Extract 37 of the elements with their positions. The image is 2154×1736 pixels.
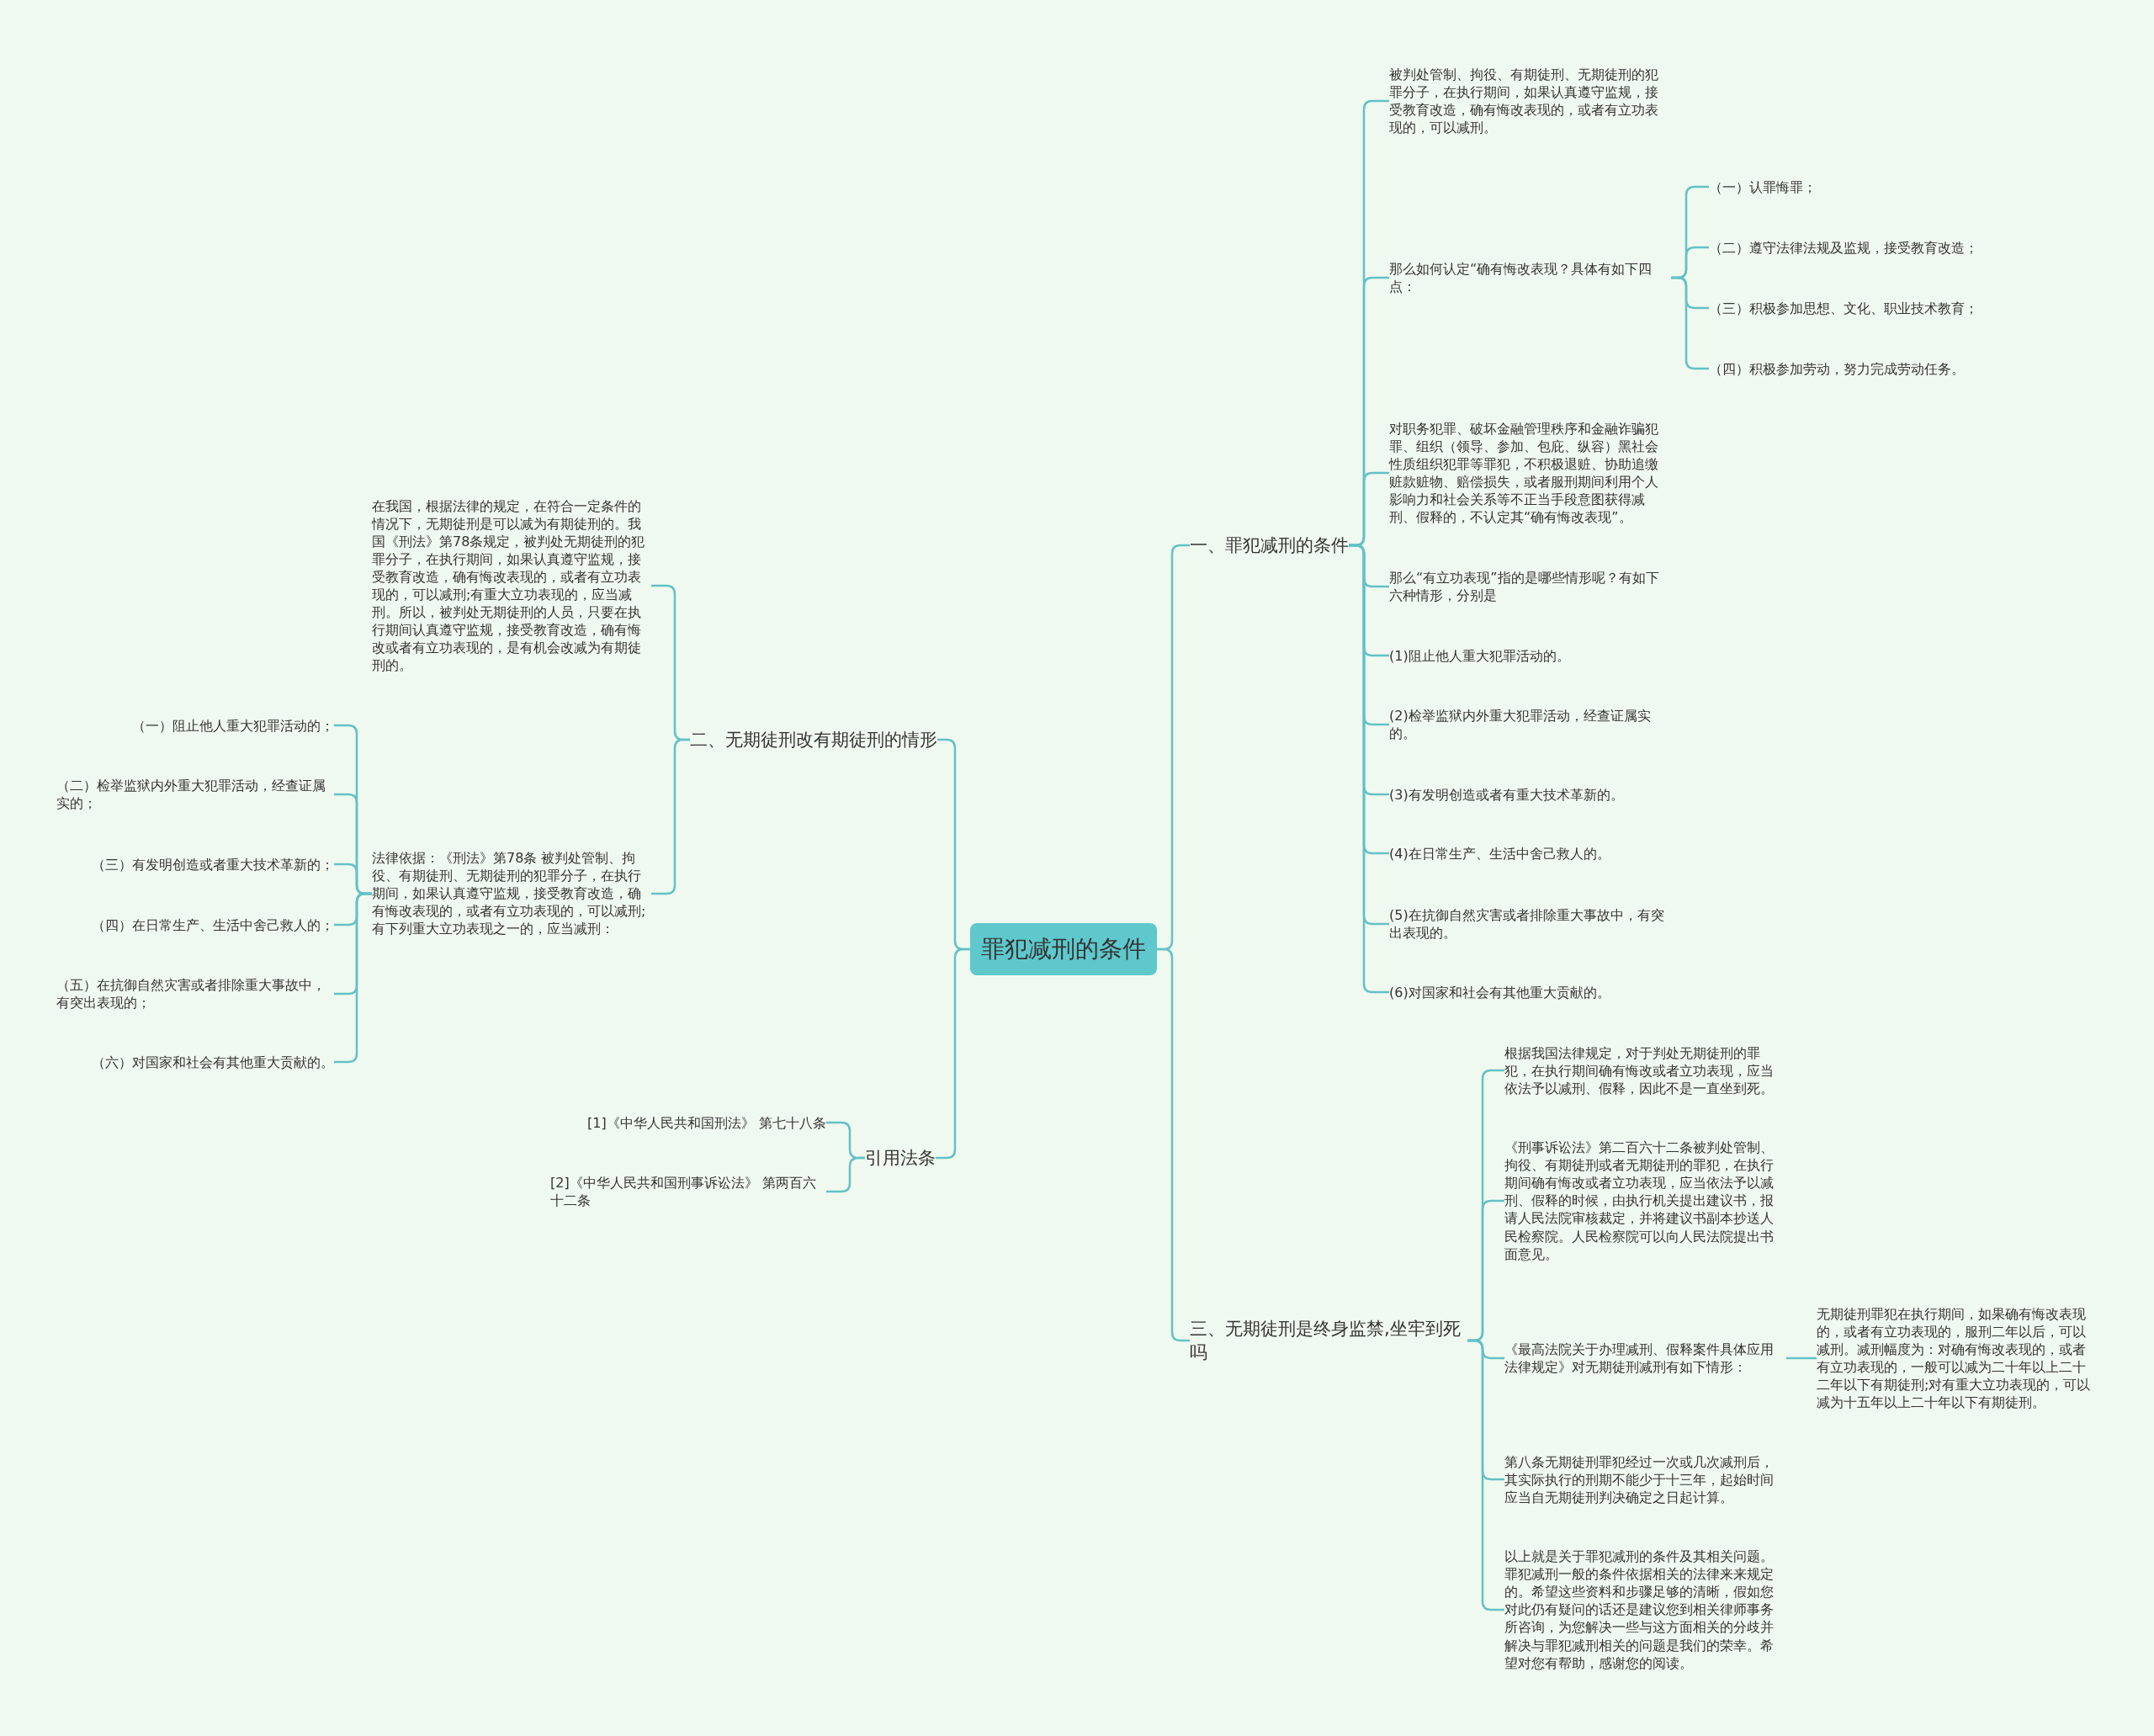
topic-text: 《刑事诉讼法》第二百六十二条被判处管制、拘役、有期徒刑或者无期徒刑的罪犯，在执行期间确有悔改或者立功表现，应当依法予以减刑、假释的时候，由执行机关提出建议书，报请人民法院审核裁定，并将建议书副本抄送人民检察院。人民检察院可以向人民法院提出书面意见。 [1504,1139,1786,1263]
connector-line [1786,1356,1817,1360]
topic-text: (4)在日常生产、生活中舍己救人的。 [1389,844,1671,863]
topic-text: 被判处管制、拘役、有期徒刑、无期徒刑的犯罪分子，在执行期间，如果认真遵守监规，接受教育改造，确有悔改表现的，或者有立功表现的，可以减刑。 [1389,66,1671,137]
topic-text: 《最高法院关于办理减刑、假释案件具体应用法律规定》对无期徒刑减刑有如下情形： [1504,1340,1786,1377]
topic-text: （三）有发明创造或者重大技术革新的； [92,855,334,873]
topic-text: (3)有发明创造或者有重大技术革新的。 [1389,785,1671,804]
topic-text: （六）对国家和社会有其他重大贡献的。 [92,1053,334,1071]
connector-line [826,1156,865,1193]
topic-text: (2)检举监狱内外重大犯罪活动，经查证属实的。 [1389,707,1671,743]
topic-text: （二）遵守法律法规及监规，接受教育改造； [1709,238,1978,257]
topic-text: 根据我国法律规定，对于判处无期徒刑的罪犯，在执行期间确有悔改或者立功表现，应当依法予以减刑、假释，因此不是一直坐到死。 [1504,1043,1786,1097]
topic-text: （四）积极参加劳动，努力完成劳动任务。 [1709,359,1965,378]
branch-topic: 引用法条 [865,1144,936,1172]
topic-text: 那么“有立功表现”指的是哪些情形呢？有如下六种情形，分别是 [1389,569,1671,605]
topic-text: [1]《中华人民共和国刑法》 第七十八条 [587,1113,826,1132]
branch-topic: 三、无期徒刑是终身监禁,坐牢到死吗 [1190,1314,1467,1367]
topic-text: 在我国，根据法律的规定，在符合一定条件的情况下，无期徒刑是可以减为有期徒刑的。我国《刑法》第78条规定，被判处无期徒刑的犯罪分子，在执行期间，如果认真遵守监规，接受教育改造，确有悔改表现的，或者有立功表现的，可以减刑;有重大立功表现的，应当减刑。所以，被判处无期徒刑的人员，只要在执行期间认真遵守监规，接受教育改造，确有悔改或者有立功表现的，是有机会改减为有期徒刑的。 [372,496,651,675]
topic-text: 无期徒刑罪犯在执行期间，如果确有悔改表现的，或者有立功表现的，服刑二年以后，可以减刑。减刑幅度为：对确有悔改表现的，或者有立功表现的，一般可以减为二十年以上二十二年以下有期徒刑;对有重大立功表现的，可以减为十五年以上二十年以下有期徒刑。 [1817,1304,2098,1412]
topic-text: （一）阻止他人重大犯罪活动的； [132,716,334,735]
topic-text: (5)在抗御自然灾害或者排除重大事故中，有突出表现的。 [1389,906,1671,942]
branch-topic: 二、无期徒刑改有期徒刑的情形 [690,726,937,754]
central-topic: 罪犯减刑的条件 [970,923,1157,975]
branch-topic: 一、罪犯减刑的条件 [1190,532,1349,560]
topic-text: 那么如何认定“确有悔改表现？具体有如下四点： [1389,260,1671,296]
topic-text: （三）积极参加思想、文化、职业技术教育； [1709,299,1978,317]
topic-text: （一）认罪悔罪； [1709,178,1817,196]
topic-text: (1)阻止他人重大犯罪活动的。 [1389,646,1671,665]
topic-text: （四）在日常生产、生活中舍己救人的； [92,916,334,934]
topic-text: 对职务犯罪、破坏金融管理秩序和金融诈骗犯罪、组织（领导、参加、包庇、纵容）黑社会性质组织犯罪等罪犯，不积极退赃、协助追缴赃款赃物、赔偿损失，或者服刑期间利用个人影响力和社会关系等不正当手段意图获得减刑、假释的，不认定其“确有悔改表现”。 [1389,419,1671,527]
topic-text: 第八条无期徒刑罪犯经过一次或几次减刑后，其实际执行的刑期不能少于十三年，起始时间应当自无期徒刑判决确定之日起计算。 [1504,1452,1786,1506]
topic-text: 以上就是关于罪犯减刑的条件及其相关问题。罪犯减刑一般的条件依据相关的法律来来规定的。希望这些资料和步骤足够的清晰，假如您对此仍有疑问的话还是建议您到相关律师事务所咨询，为您解决一些与这方面相关的分歧并解决与罪犯减刑相关的问题是我们的荣幸。希望对您有帮助，感谢您的阅读。 [1504,1548,1786,1672]
topic-text: 法律依据：《刑法》第78条 被判处管制、拘役、有期徒刑、无期徒刑的犯罪分子，在执行期间，如果认真遵守监规，接受教育改造，确有悔改表现的，或者有立功表现的，可以减刑;有下列重大立功表现之一的，应当减刑： [372,849,651,938]
topic-text: （五）在抗御自然灾害或者排除重大事故中，有突出表现的； [56,976,334,1012]
topic-text: (6)对国家和社会有其他重大贡献的。 [1389,983,1671,1001]
topic-text: （二）检举监狱内外重大犯罪活动，经查证属实的； [56,777,334,813]
topic-text: [2]《中华人民共和国刑事诉讼法》 第两百六十二条 [550,1174,826,1210]
